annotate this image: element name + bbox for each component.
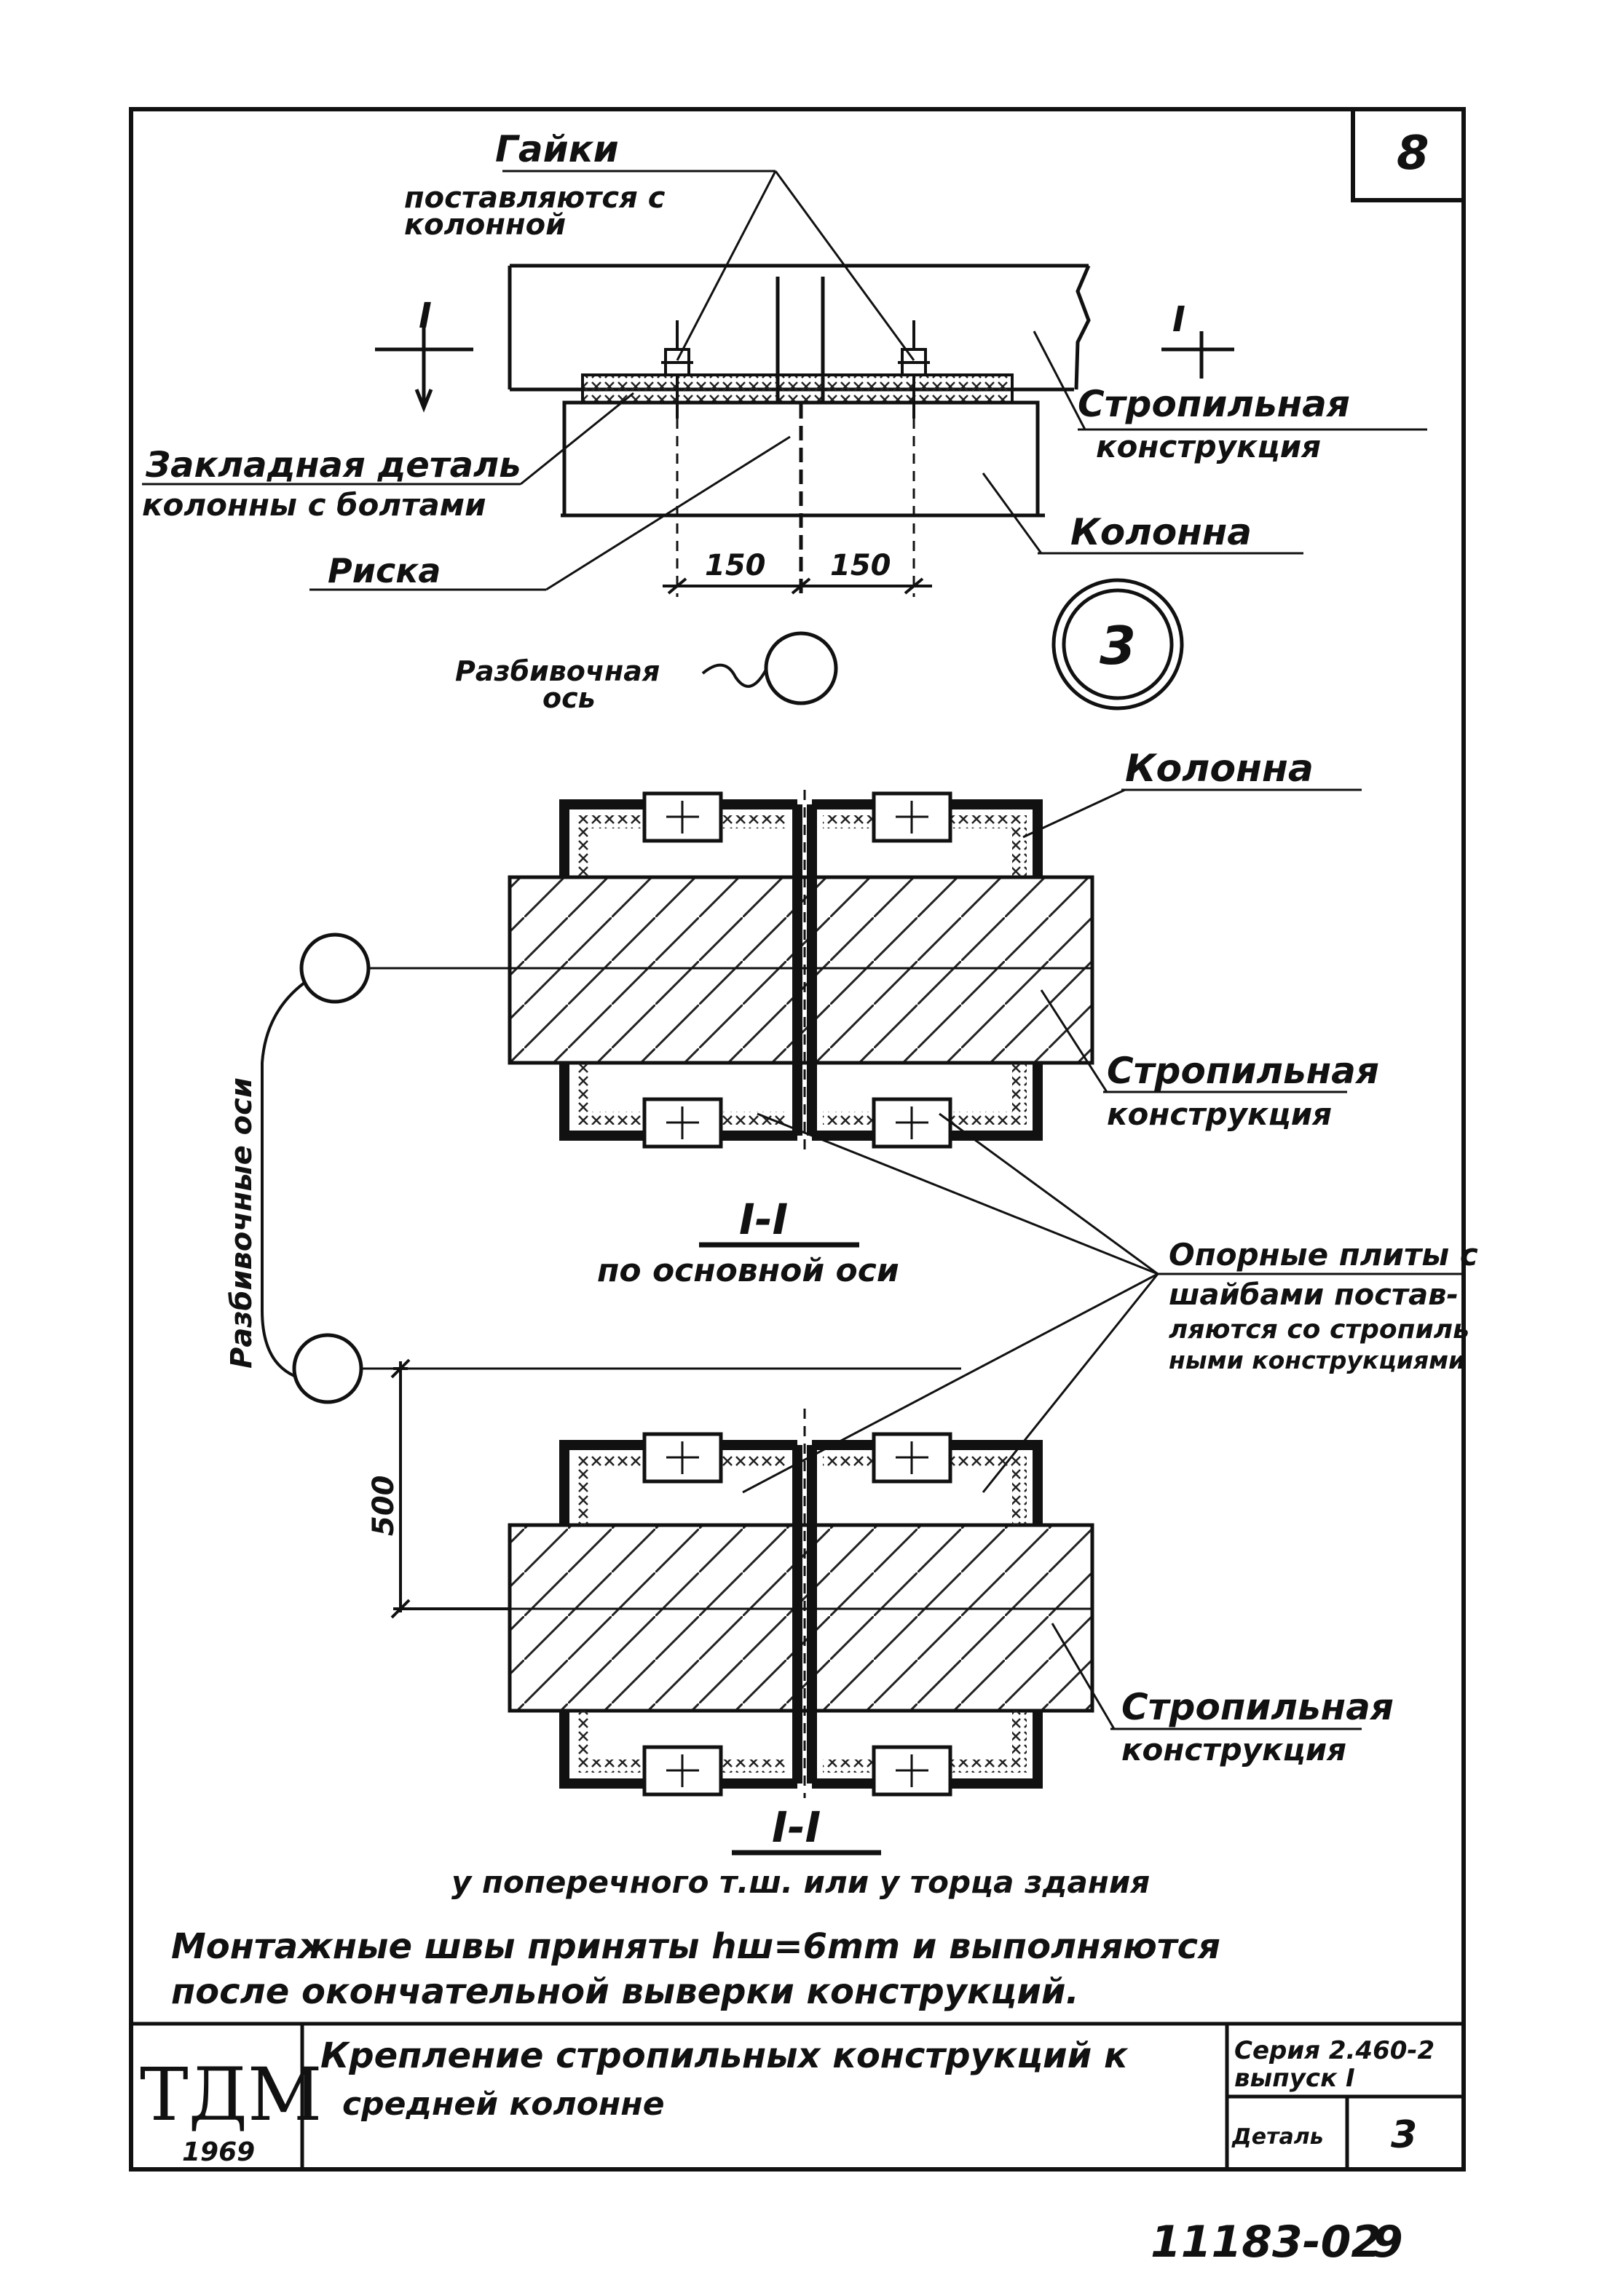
nuts-note-1: поставляются с	[404, 181, 666, 215]
section-mark-right-symbol	[1161, 331, 1234, 379]
section-mark-left: I	[419, 296, 432, 336]
column-label-main: Колонна	[1125, 747, 1314, 791]
mark-label: Риска	[328, 551, 441, 590]
section-end: 500 Стропильная конструкция I-I у попере…	[367, 1358, 1394, 1900]
embedded-label-1: Закладная деталь	[145, 445, 521, 486]
column-leader-main	[1022, 788, 1362, 839]
rafter-leader-end	[1051, 1623, 1362, 1730]
section-main: Колонна Стропильная конструкция I-I по о…	[508, 747, 1379, 1289]
dimension-500	[390, 1358, 510, 1619]
nuts-leaders	[502, 170, 915, 361]
dim-500: 500	[367, 1476, 400, 1537]
caption-end-mark: I-I	[772, 1802, 821, 1852]
series-line-2: выпуск I	[1234, 2064, 1355, 2093]
top-view: 150 150 I I Гайки поставляются с колонно…	[142, 128, 1427, 714]
title-line-2: средней колонне	[342, 2086, 665, 2123]
rafter-label-2: конструкция	[1096, 429, 1321, 464]
series-line-1: Серия 2.460-2	[1234, 2036, 1435, 2065]
title-line-1: Крепление стропильных конструкций к	[320, 2035, 1129, 2076]
bolt-marks-main	[666, 801, 928, 1139]
nut-right	[898, 320, 930, 419]
mark-leader	[309, 435, 791, 591]
axis-bubbles	[261, 933, 961, 1404]
plates-line-3: ляются со стропиль	[1169, 1315, 1469, 1345]
footer-code: 11183-02	[1151, 2217, 1381, 2268]
sheet-frame	[129, 107, 1466, 2172]
nuts-title: Гайки	[495, 128, 619, 170]
rafter-leader	[1033, 330, 1427, 431]
rafter-main-label-2: конструкция	[1107, 1096, 1332, 1132]
axis-label-1: Разбивочная	[455, 655, 660, 687]
nut-left	[661, 320, 693, 419]
plates-line-2: шайбами постав-	[1169, 1278, 1459, 1312]
plates-line-4: ными конструкциями	[1169, 1346, 1465, 1374]
org-logo: ТДМ	[140, 2052, 322, 2137]
detail-symbol	[1051, 578, 1184, 710]
note-line-2: после окончательной выверки конструкций.	[171, 1971, 1079, 2012]
embedded-label-2: колонны с болтами	[142, 487, 486, 523]
axis-leader-top	[701, 663, 767, 688]
embedded-plate	[581, 373, 1014, 404]
org-year: 1969	[182, 2137, 255, 2167]
detail-label: Деталь	[1231, 2124, 1324, 2150]
rafter-end-label-2: конструкция	[1121, 1732, 1346, 1767]
axis-bubble-top	[764, 631, 838, 705]
dimension-150	[663, 577, 932, 595]
caption-end: у поперечного т.ш. или у торца здания	[451, 1864, 1150, 1900]
embedded-leader	[142, 392, 634, 486]
column-label-top: Колонна	[1070, 511, 1252, 553]
note-line-1: Монтажные швы приняты hш=6mm и выполняют…	[171, 1926, 1220, 1967]
bolt-marks-end	[666, 1441, 928, 1787]
section-mark-right: I	[1172, 299, 1185, 340]
nuts-note-2: колонной	[404, 208, 566, 242]
plates-line-1: Опорные плиты с	[1169, 1237, 1478, 1272]
sheet-number: 8	[1397, 127, 1429, 181]
rafter-elevation	[508, 264, 1091, 392]
footer-page: 9	[1373, 2217, 1403, 2268]
column-leader	[982, 472, 1303, 555]
rafter-label-1: Стропильная	[1078, 383, 1350, 425]
rafter-end-label-1: Стропильная	[1121, 1686, 1394, 1728]
title-block	[131, 2022, 1464, 2169]
section-mark-left-symbol	[375, 328, 473, 413]
caption-main-mark: I-I	[739, 1195, 788, 1244]
caption-main: по основной оси	[597, 1252, 899, 1289]
rafter-leader-main	[1040, 989, 1347, 1093]
detail-value: 3	[1391, 2113, 1417, 2157]
dim-right: 150	[830, 549, 891, 582]
center-gap	[776, 277, 825, 597]
dim-left: 150	[705, 549, 766, 582]
axis-label-2: ось	[542, 682, 596, 714]
axes-label: Разбивочные оси	[225, 1077, 259, 1369]
rafter-main-label-1: Стропильная	[1107, 1050, 1379, 1092]
detail-symbol-number: 3	[1100, 615, 1136, 676]
